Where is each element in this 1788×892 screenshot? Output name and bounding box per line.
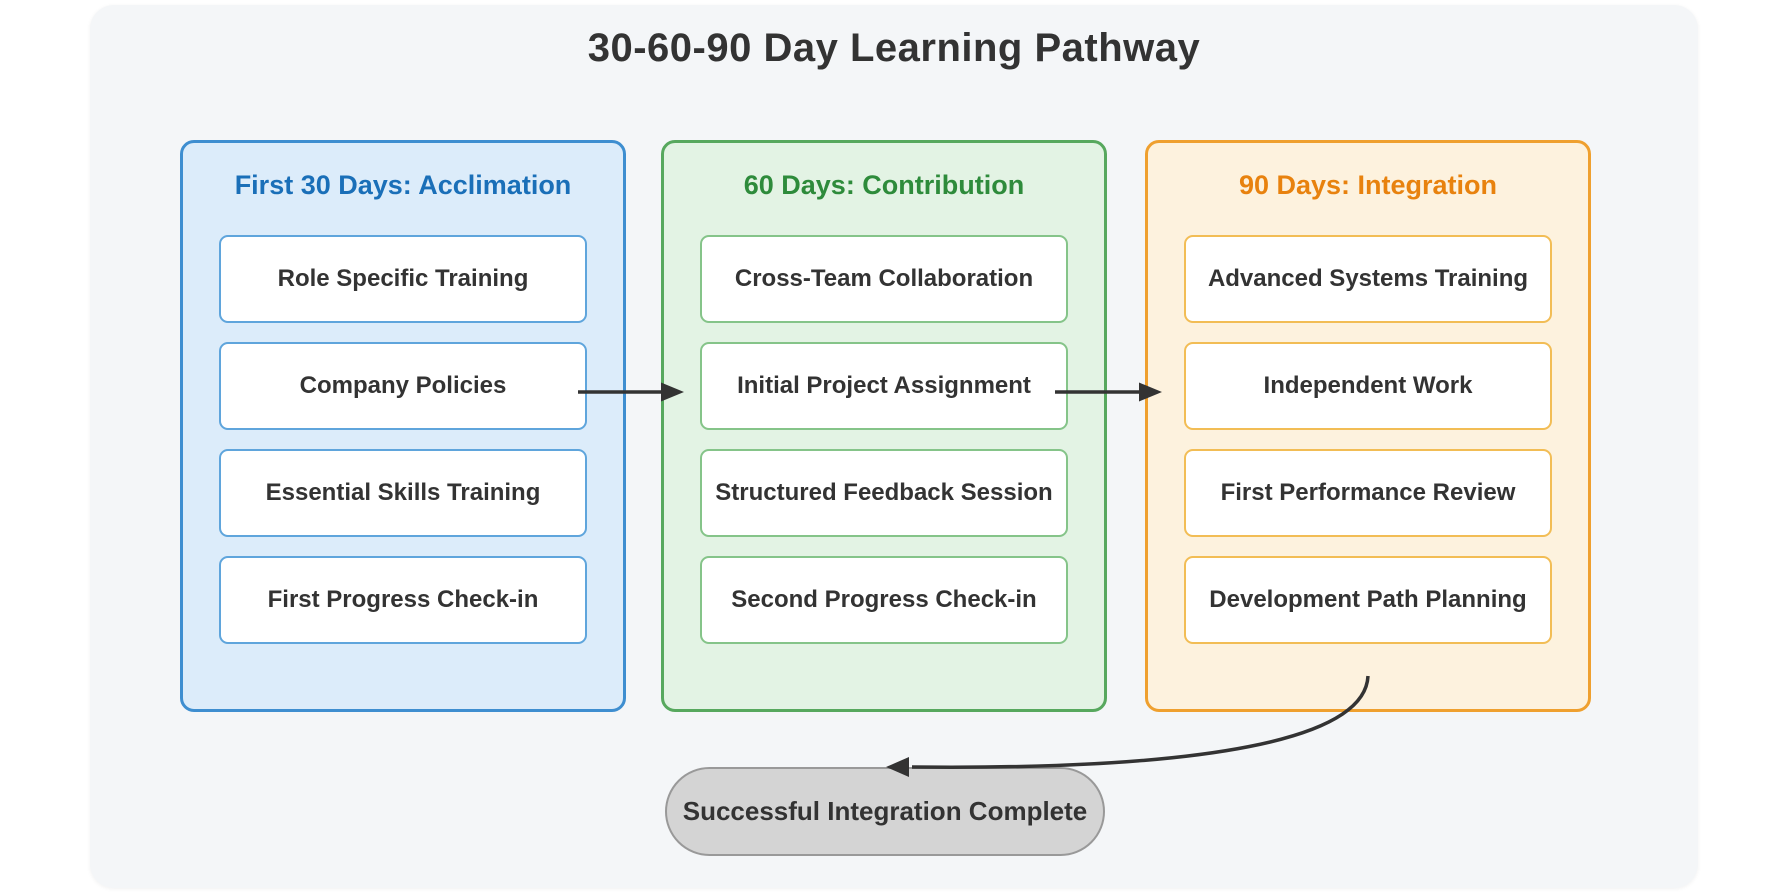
node-essential-skills-training: Essential Skills Training	[219, 449, 587, 537]
node-label: First Performance Review	[1220, 479, 1516, 506]
node-initial-project-assignment: Initial Project Assignment	[700, 342, 1068, 430]
node-label: Essential Skills Training	[265, 479, 541, 506]
final-node-successful-integration: Successful Integration Complete	[665, 767, 1105, 856]
node-label: Structured Feedback Session	[715, 479, 1053, 506]
node-label: Development Path Planning	[1209, 586, 1527, 613]
diagram-title: 30-60-90 Day Learning Pathway	[587, 26, 1201, 70]
phase-title-60-days: 60 Days: Contribution	[743, 170, 1025, 200]
node-label: Second Progress Check-in	[731, 586, 1037, 613]
node-independent-work: Independent Work	[1184, 342, 1552, 430]
node-first-progress-check-in: First Progress Check-in	[219, 556, 587, 644]
final-node-label: Successful Integration Complete	[682, 796, 1088, 826]
phase-container-90-days: 90 Days: Integration Advanced Systems Tr…	[1145, 140, 1591, 712]
node-label: Initial Project Assignment	[737, 372, 1031, 399]
node-role-specific-training: Role Specific Training	[219, 235, 587, 323]
node-cross-team-collaboration: Cross-Team Collaboration	[700, 235, 1068, 323]
node-label: Company Policies	[299, 372, 507, 399]
node-label: Independent Work	[1263, 372, 1473, 399]
node-label: Role Specific Training	[277, 265, 529, 292]
node-structured-feedback-session: Structured Feedback Session	[700, 449, 1068, 537]
phase-container-60-days: 60 Days: Contribution Cross-Team Collabo…	[661, 140, 1107, 712]
phase-title-30-days: First 30 Days: Acclimation	[234, 170, 572, 200]
node-second-progress-check-in: Second Progress Check-in	[700, 556, 1068, 644]
node-label: Cross-Team Collaboration	[734, 265, 1034, 292]
node-company-policies: Company Policies	[219, 342, 587, 430]
node-advanced-systems-training: Advanced Systems Training	[1184, 235, 1552, 323]
phase-container-30-days: First 30 Days: Acclimation Role Specific…	[180, 140, 626, 712]
node-label: First Progress Check-in	[267, 586, 539, 613]
node-first-performance-review: First Performance Review	[1184, 449, 1552, 537]
phase-title-90-days: 90 Days: Integration	[1238, 170, 1498, 200]
node-label: Advanced Systems Training	[1207, 265, 1529, 292]
node-development-path-planning: Development Path Planning	[1184, 556, 1552, 644]
